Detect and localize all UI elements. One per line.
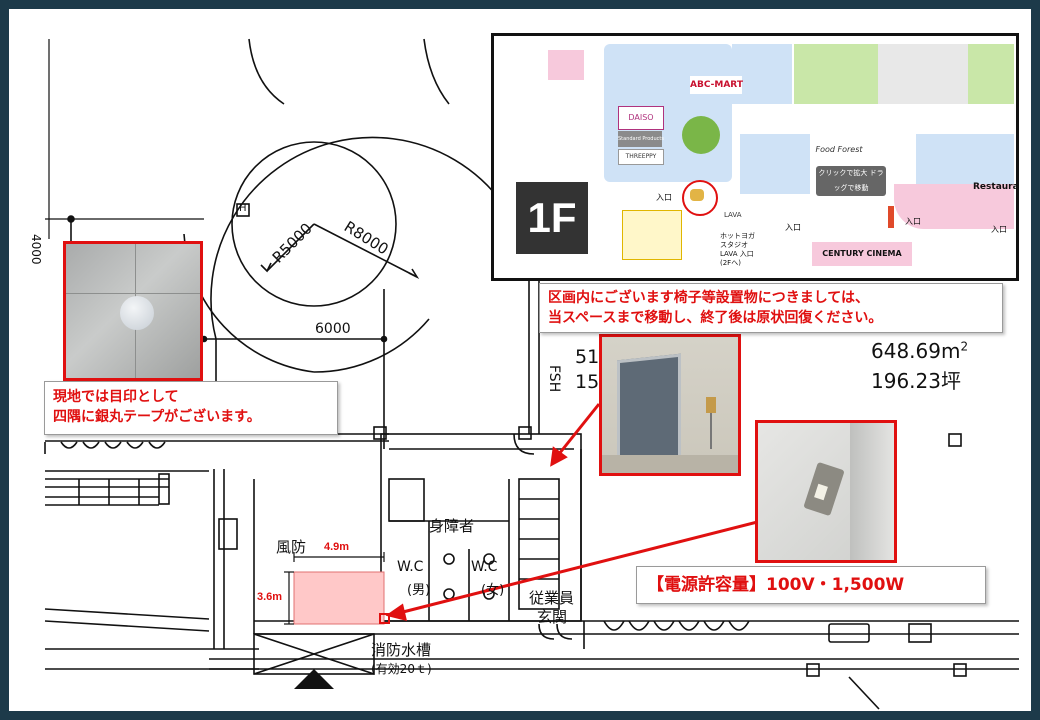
map-store-lava: LAVA [724, 211, 742, 219]
accessible-wc-label: 身障者 [429, 517, 475, 535]
map-park-circle [682, 116, 720, 154]
dimension-height-label: 3.6m [257, 591, 283, 603]
map-lava-line-3: LAVA 入口 [720, 250, 754, 258]
entrance-label: 玄関 [537, 608, 568, 626]
width-6000-label: 6000 [315, 321, 351, 337]
map-region-grey [878, 44, 968, 104]
marker-callout: 現地では目印として 四隅に銀丸テープがございます。 [44, 381, 338, 435]
map-region-blue-center [740, 134, 810, 194]
map-store-threeppy: THREEPPY [618, 149, 664, 165]
map-target-circle [682, 180, 718, 216]
map-entrance-2: 入口 [785, 223, 801, 232]
map-store-pink [548, 50, 584, 80]
map-region-pink [894, 184, 1014, 229]
map-store-abc-mart: ABC-MART [690, 76, 743, 94]
floor-area [602, 455, 738, 473]
silver-tape-marker [120, 296, 154, 330]
windbreak-label: 風防 [276, 538, 307, 556]
map-lava-line-2: スタジオ [720, 241, 748, 249]
dimension-width-label: 4.9m [324, 541, 350, 553]
map-entrance-4: 入口 [991, 225, 1007, 234]
marker-callout-line-2: 四隅に銀丸テープがございます。 [53, 409, 261, 425]
map-entrance-3: 入口 [905, 217, 921, 226]
partial-15-label: 15 [575, 371, 600, 393]
furniture-callout: 区画内にございます椅子等設置物につきましては、 当スペースまで移動し、終了後は原… [539, 283, 1003, 333]
map-store-daiso: DAISO [618, 106, 664, 130]
wc-men-sub-label: (男) [407, 583, 431, 598]
area-m2-label: 648.69m2 [871, 339, 969, 363]
floor-plan [44, 38, 1019, 710]
map-lava-info: ホットヨガ スタジオ LAVA 入口 (2Fへ) [720, 232, 755, 268]
map-store-restaurant: Restaurant [973, 182, 1019, 192]
map-target-icon [690, 189, 704, 201]
sign-stand [706, 397, 716, 413]
fire-tank-label: 消防水槽 [371, 641, 432, 659]
inset-floor-map: DAISO Standard Products THREEPPY ABC-MAR… [491, 33, 1019, 281]
wc-women-sub-label: (女) [481, 583, 505, 598]
staff-label: 従業員 [529, 589, 575, 607]
map-notice-box [622, 210, 682, 260]
map-store-food-forest: Food Forest [815, 145, 863, 154]
map-store-century-cinema: CENTURY CINEMA [812, 242, 912, 266]
fsh-label: FSH [546, 365, 562, 393]
furniture-callout-line-2: 当スペースまで移動し、終了後は原状回復ください。 [548, 310, 883, 326]
fire-tank-sub-label: (有効20ｔ) [371, 662, 432, 676]
area-tsubo-label: 196.23坪 [871, 369, 961, 393]
floor-marker-photo [63, 241, 203, 381]
furniture-callout-line-1: 区画内にございます椅子等設置物につきましては、 [548, 290, 870, 306]
power-capacity-callout: 【電源許容量】100V・1,500W [636, 566, 986, 604]
map-zoom-note: クリックで拡大 ドラッグで移動 [816, 166, 886, 196]
map-lava-line-1: ホットヨガ [720, 232, 755, 240]
wc-men-label: W.C [397, 559, 424, 575]
partial-51-label: 51 [575, 346, 600, 368]
map-store-standard-products: Standard Products [618, 131, 664, 147]
power-outlet-photo [755, 420, 897, 563]
map-floor-label: 1F [516, 182, 588, 254]
sign-stand-pole [710, 413, 712, 449]
map-entrance-arrow [888, 206, 894, 228]
wall-corner [850, 423, 894, 560]
tile-joint-horizontal [66, 293, 200, 294]
map-entrance-1: 入口 [656, 193, 672, 202]
map-lava-line-4: (2Fへ) [720, 259, 741, 267]
partition-photo [599, 334, 741, 476]
wc-women-label: W.C [471, 559, 498, 575]
map-region-blue-mid [732, 44, 792, 104]
marker-callout-line-1: 現地では目印として [53, 389, 179, 405]
height-4000-label: 4000 [29, 234, 43, 265]
h-mark-label: H [239, 203, 247, 214]
